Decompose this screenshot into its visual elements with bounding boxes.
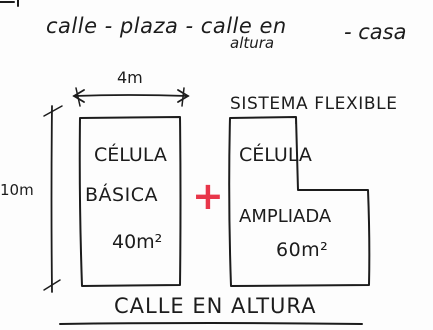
header-line-1: calle - plaza - calle en	[46, 14, 287, 38]
width-arrow-left	[72, 89, 85, 103]
height-tick-top	[43, 105, 63, 117]
width-tick-right	[181, 87, 185, 107]
flexible-system-title: SISTEMA FLEXIBLE	[230, 94, 398, 114]
basic-cell-line-1: CÉLULA	[94, 144, 167, 166]
extended-cell-line-1: CÉLULA	[239, 144, 312, 166]
extended-cell-area: 60m²	[276, 239, 329, 261]
plus-sign: +	[192, 174, 224, 218]
basic-cell-line-2: BÁSICA	[85, 184, 158, 206]
footer-label: CALLE EN ALTURA	[114, 294, 317, 318]
extended-cell-outline	[228, 116, 371, 287]
extended-cell-line-2: AMPLIADA	[239, 206, 332, 227]
top-fragment-line	[0, 0, 19, 7]
width-arrow-right	[177, 89, 190, 103]
basic-cell-outline	[78, 116, 182, 287]
width-dimension-line	[73, 94, 189, 97]
height-tick-bottom	[43, 279, 61, 291]
height-label: 10m	[0, 181, 34, 199]
width-label: 4m	[117, 68, 143, 87]
header-tail: - casa	[344, 20, 407, 44]
width-tick-left	[75, 87, 81, 107]
header-line-2: altura	[230, 34, 275, 52]
height-dimension-line	[50, 105, 53, 293]
basic-cell-area: 40m²	[112, 231, 163, 253]
footer-underline	[59, 322, 363, 325]
